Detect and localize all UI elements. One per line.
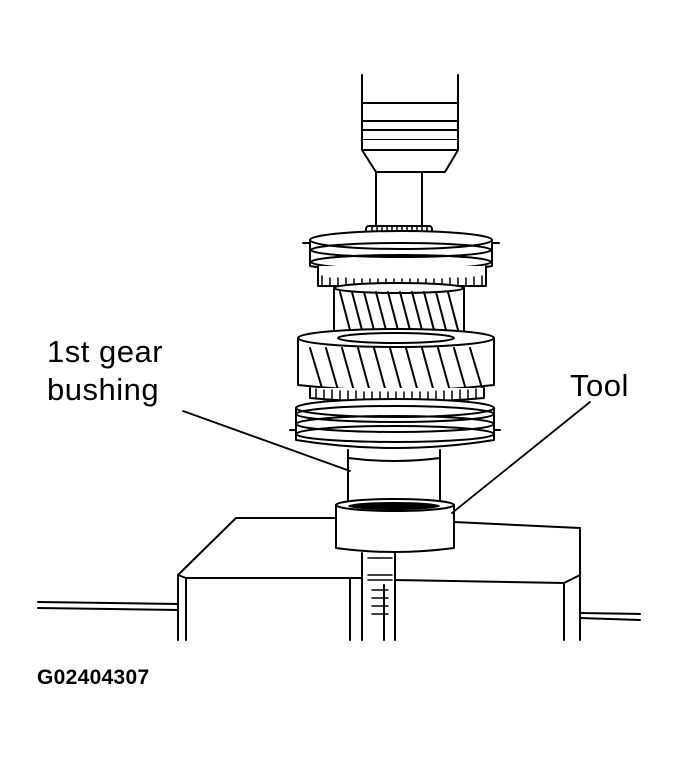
figure-id: G02404307	[37, 666, 150, 689]
small-helical-gear	[333, 282, 465, 333]
synchronizer-ring	[289, 398, 501, 449]
press-bed	[37, 517, 641, 641]
bushing-label-line1: 1st gear	[47, 334, 164, 369]
synchronizer-hub	[302, 230, 500, 287]
press-ram	[361, 74, 459, 173]
press-shaft	[375, 171, 423, 229]
tool-collar	[335, 498, 455, 553]
callout-leaders	[182, 401, 591, 514]
tool-label: Tool	[570, 368, 629, 403]
bushing-label-line2: bushing	[47, 372, 160, 407]
bushing-leader-line	[182, 410, 351, 472]
tool-leader-line	[451, 401, 591, 514]
large-helical-gear	[297, 328, 495, 403]
